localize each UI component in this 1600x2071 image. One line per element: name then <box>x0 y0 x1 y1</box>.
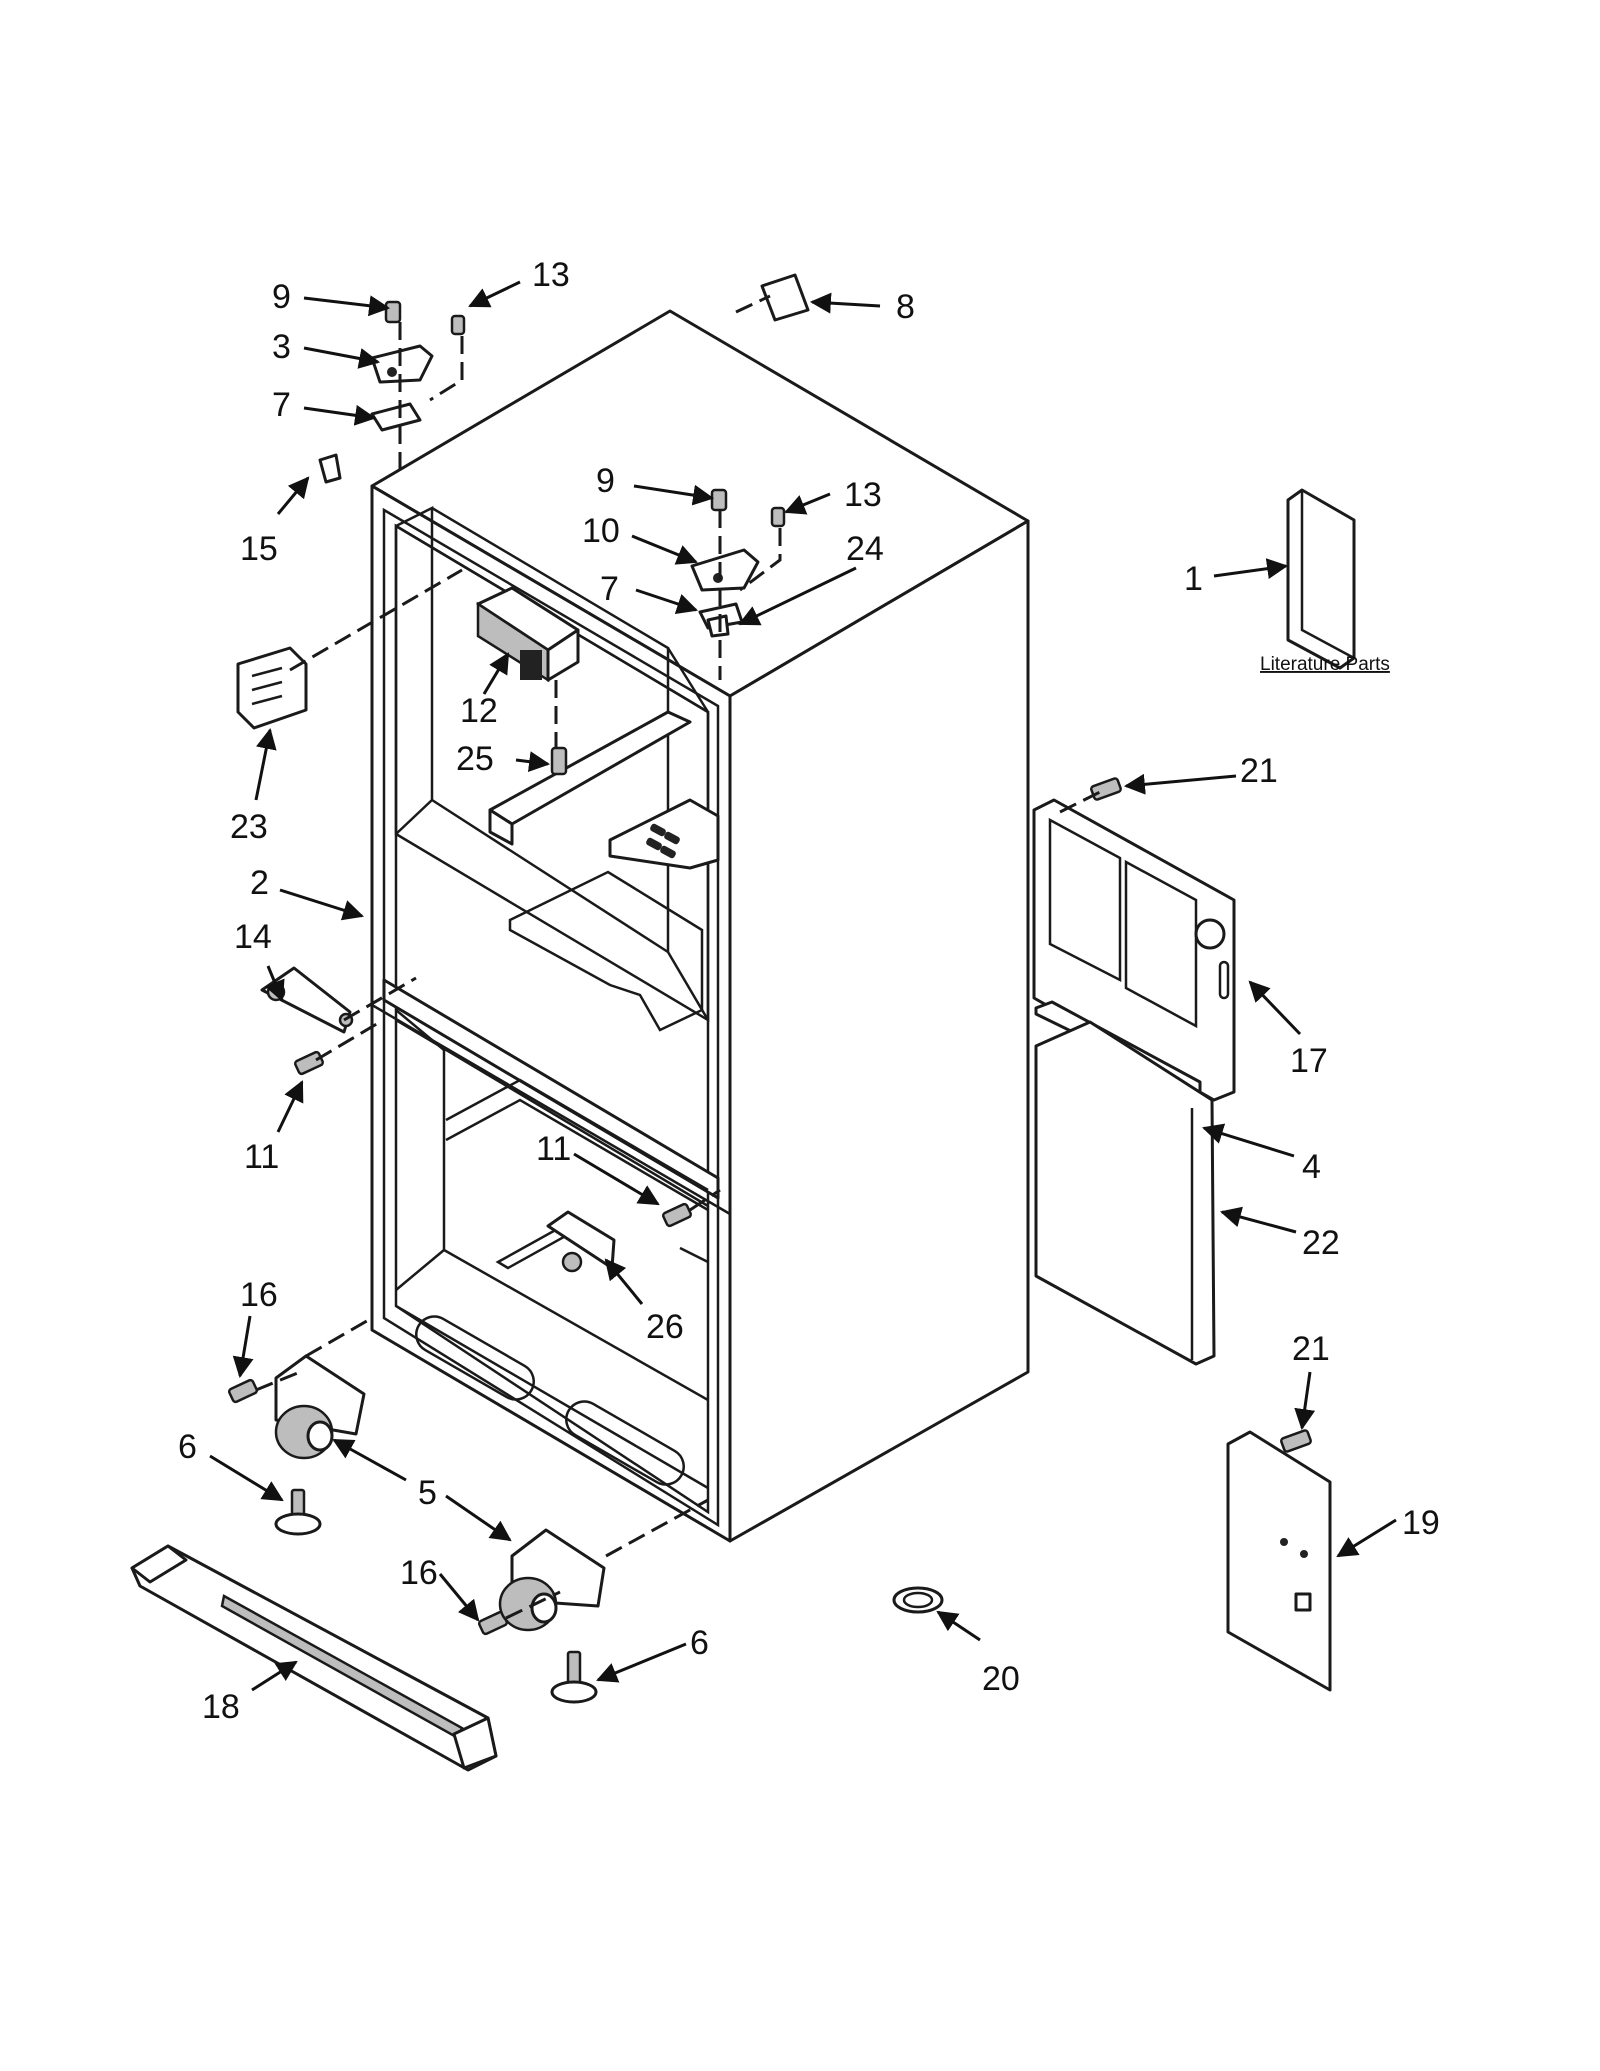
callout-1: 1 <box>1184 560 1203 598</box>
insulation-panel-part-22 <box>1034 1020 1216 1366</box>
callout-16-right: 16 <box>400 1554 438 1592</box>
callout-25: 25 <box>456 740 494 778</box>
callout-6-left: 6 <box>178 1428 197 1466</box>
callout-23: 23 <box>230 808 268 846</box>
callout-24: 24 <box>846 530 884 568</box>
access-cover-part-19 <box>1226 1430 1332 1692</box>
callout-16-left: 16 <box>240 1276 278 1314</box>
callout-17: 17 <box>1290 1042 1328 1080</box>
callout-9-center: 9 <box>596 462 615 500</box>
callout-7-top-left: 7 <box>272 386 291 424</box>
screw-part-21-top <box>1090 777 1122 801</box>
callout-13-top-left: 13 <box>532 256 570 294</box>
leader-lines <box>209 280 1397 1692</box>
bracket-part-26 <box>546 1210 616 1273</box>
assembly-lines <box>255 294 1107 1620</box>
callout-15: 15 <box>240 530 278 568</box>
callout-11-center: 11 <box>536 1130 571 1168</box>
roller-assembly-left-part-5 <box>274 1354 366 1460</box>
callout-21-bottom: 21 <box>1292 1330 1330 1368</box>
callout-12: 12 <box>460 692 498 730</box>
callout-6-right: 6 <box>690 1624 709 1662</box>
callout-18: 18 <box>202 1688 240 1726</box>
callout-14: 14 <box>234 918 272 956</box>
callout-20: 20 <box>982 1660 1020 1698</box>
plug-part-20 <box>892 1586 944 1614</box>
callout-9-top-left: 9 <box>272 278 291 316</box>
leveling-leg-right-part-6 <box>550 1650 598 1704</box>
screw-part-11-left <box>293 1050 325 1076</box>
literature-parts-label: Literature Parts <box>1260 654 1390 675</box>
literature-parts-part-1 <box>1286 488 1356 670</box>
callout-19: 19 <box>1402 1504 1440 1542</box>
callout-13-center: 13 <box>844 476 882 514</box>
control-housing-part-12 <box>476 586 580 776</box>
callout-3: 3 <box>272 328 291 366</box>
callout-11-left: 11 <box>244 1138 279 1176</box>
callout-22: 22 <box>1302 1224 1340 1262</box>
callout-5: 5 <box>418 1474 437 1512</box>
callout-4: 4 <box>1302 1148 1321 1186</box>
hinge-bracket-part-14 <box>260 966 354 1034</box>
base-grille-part-18 <box>130 1544 498 1772</box>
upper-air-duct <box>488 710 720 870</box>
callout-8: 8 <box>896 288 915 326</box>
roller-assembly-right-part-5 <box>498 1528 606 1632</box>
control-knob-part-23 <box>236 646 308 730</box>
screw-part-21-bottom <box>1280 1429 1312 1453</box>
screw-part-11-center <box>661 1202 693 1228</box>
rating-label-part-8 <box>760 273 810 322</box>
callout-21-top: 21 <box>1240 752 1278 790</box>
leveling-leg-left-part-6 <box>274 1488 322 1536</box>
callout-26: 26 <box>646 1308 684 1346</box>
callout-2: 2 <box>250 864 269 902</box>
callout-7-center: 7 <box>600 570 619 608</box>
callout-labels: 9 13 8 3 7 15 9 13 10 7 24 1 12 25 23 21… <box>178 256 1440 1726</box>
callout-10: 10 <box>582 512 620 550</box>
screw-part-16-left <box>227 1378 259 1404</box>
